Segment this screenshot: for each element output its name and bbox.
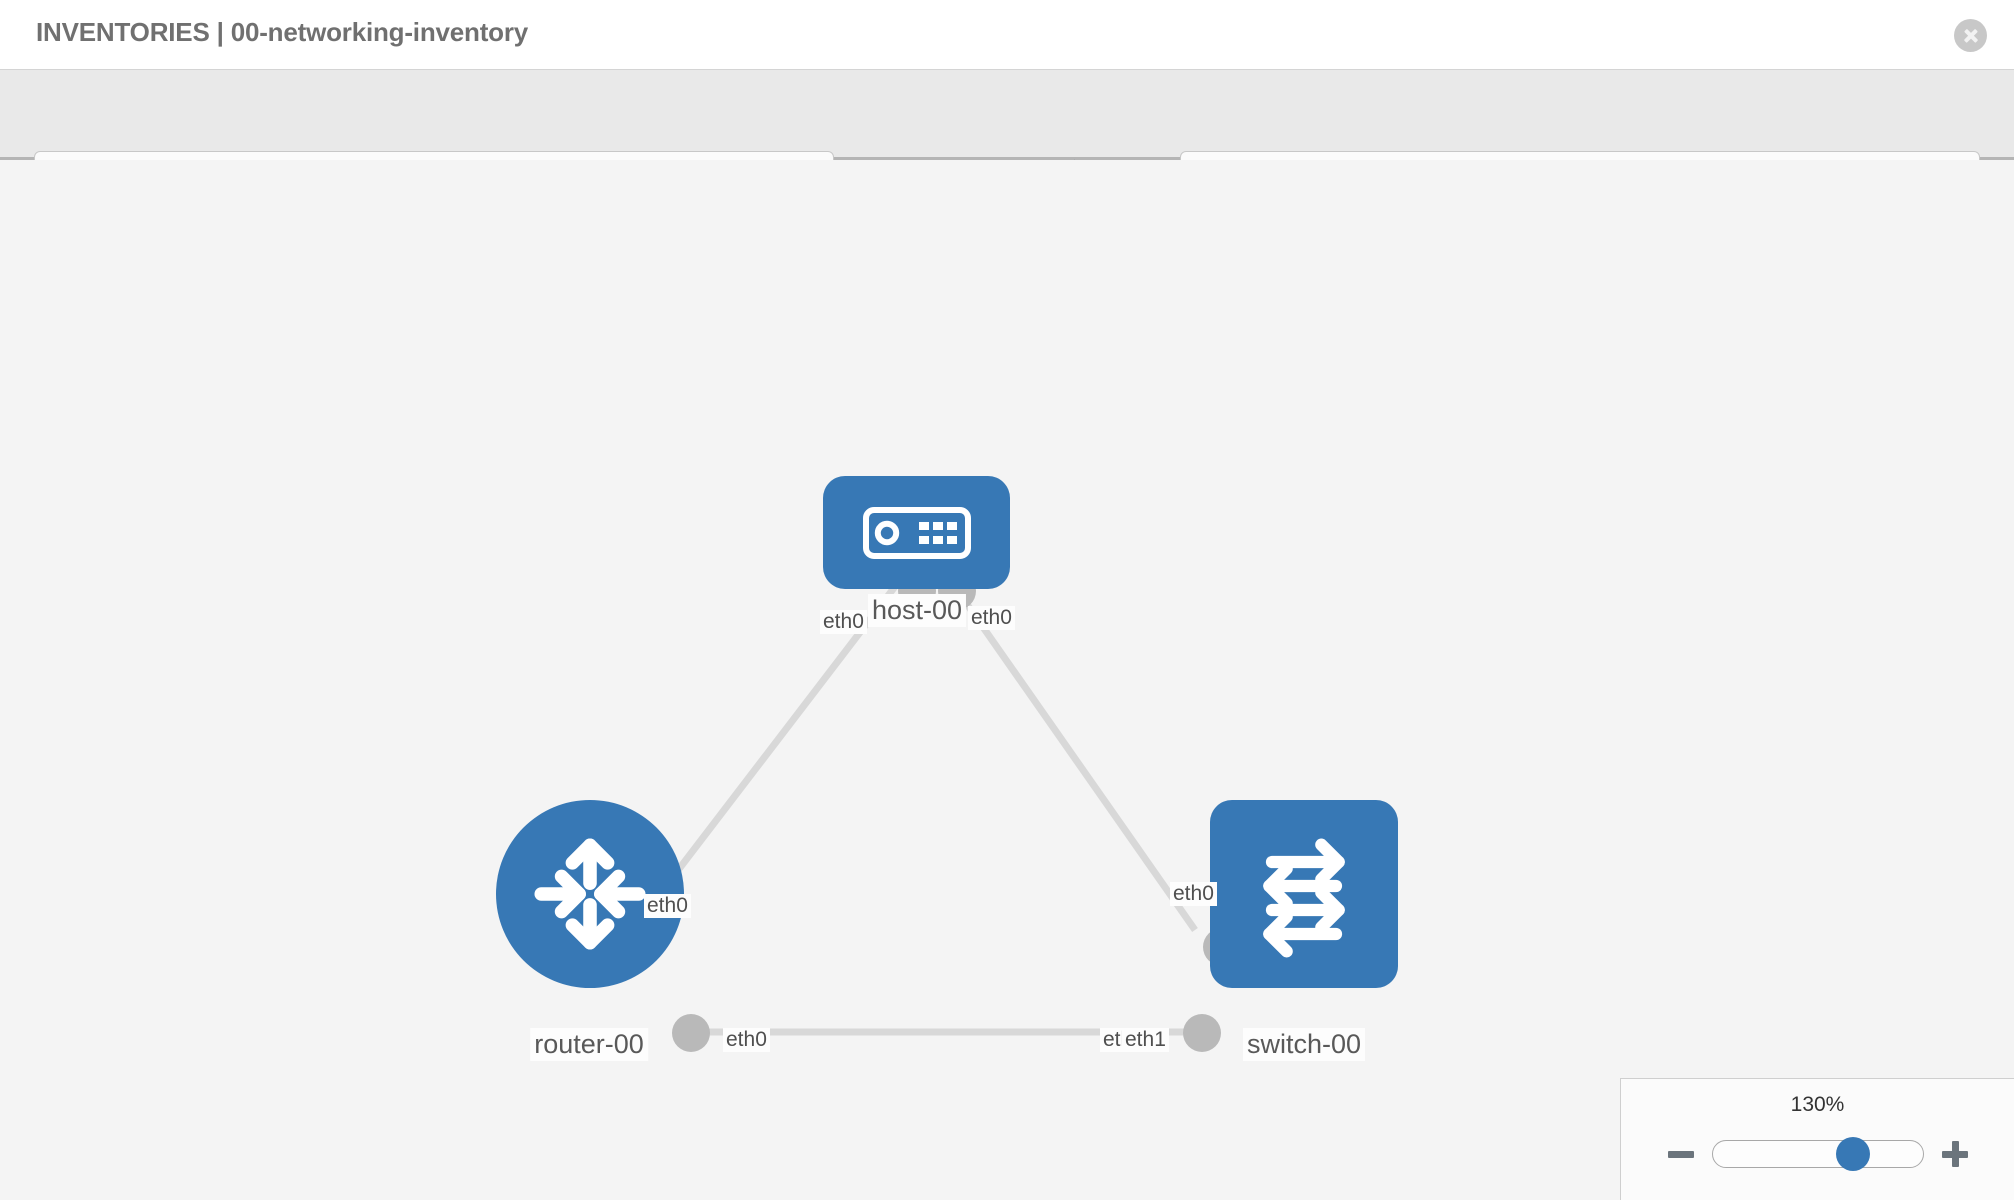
page-title: INVENTORIES | 00-networking-inventory [36,17,529,47]
close-icon[interactable] [1954,19,1987,52]
node-label-host-00: host-00 [867,594,967,627]
iface-label-switch-top: eth0 [1170,882,1217,906]
page-header: INVENTORIES | 00-networking-inventory [0,0,2014,69]
topology-canvas[interactable]: host-00 router-00 [0,160,2014,1200]
node-router-00[interactable] [496,800,684,988]
server-icon [862,506,971,559]
iface-label-router-top: eth0 [644,894,691,918]
zoom-slider-thumb[interactable] [1836,1137,1871,1171]
router-arrows-icon [534,838,646,950]
iface-label-host-right: eth0 [968,606,1015,630]
node-host-00[interactable] [823,476,1010,589]
zoom-out-button[interactable] [1667,1141,1694,1167]
zoom-slider[interactable] [1711,1137,1924,1171]
node-label-switch-00: switch-00 [1242,1028,1366,1061]
node-switch-00[interactable] [1210,800,1398,988]
zoom-in-button[interactable] [1941,1141,1968,1167]
link-host-switch [947,577,1198,933]
topology-links [637,577,1198,1036]
toolbar: ACTIONS SEARCH [0,69,2014,203]
port-switch-left[interactable] [1183,1014,1221,1052]
link-host-router [637,577,903,923]
switch-arrows-icon [1263,838,1345,958]
port-router-right[interactable] [672,1014,710,1052]
iface-label-host-left: eth0 [820,610,867,634]
node-label-router-00: router-00 [530,1028,648,1061]
zoom-percent-label: 130% [1790,1093,1845,1116]
iface-label-switch-left-eth1: eth1 [1122,1028,1169,1052]
zoom-control-panel: 130% [1620,1078,2014,1200]
iface-label-router-right: eth0 [723,1028,770,1052]
